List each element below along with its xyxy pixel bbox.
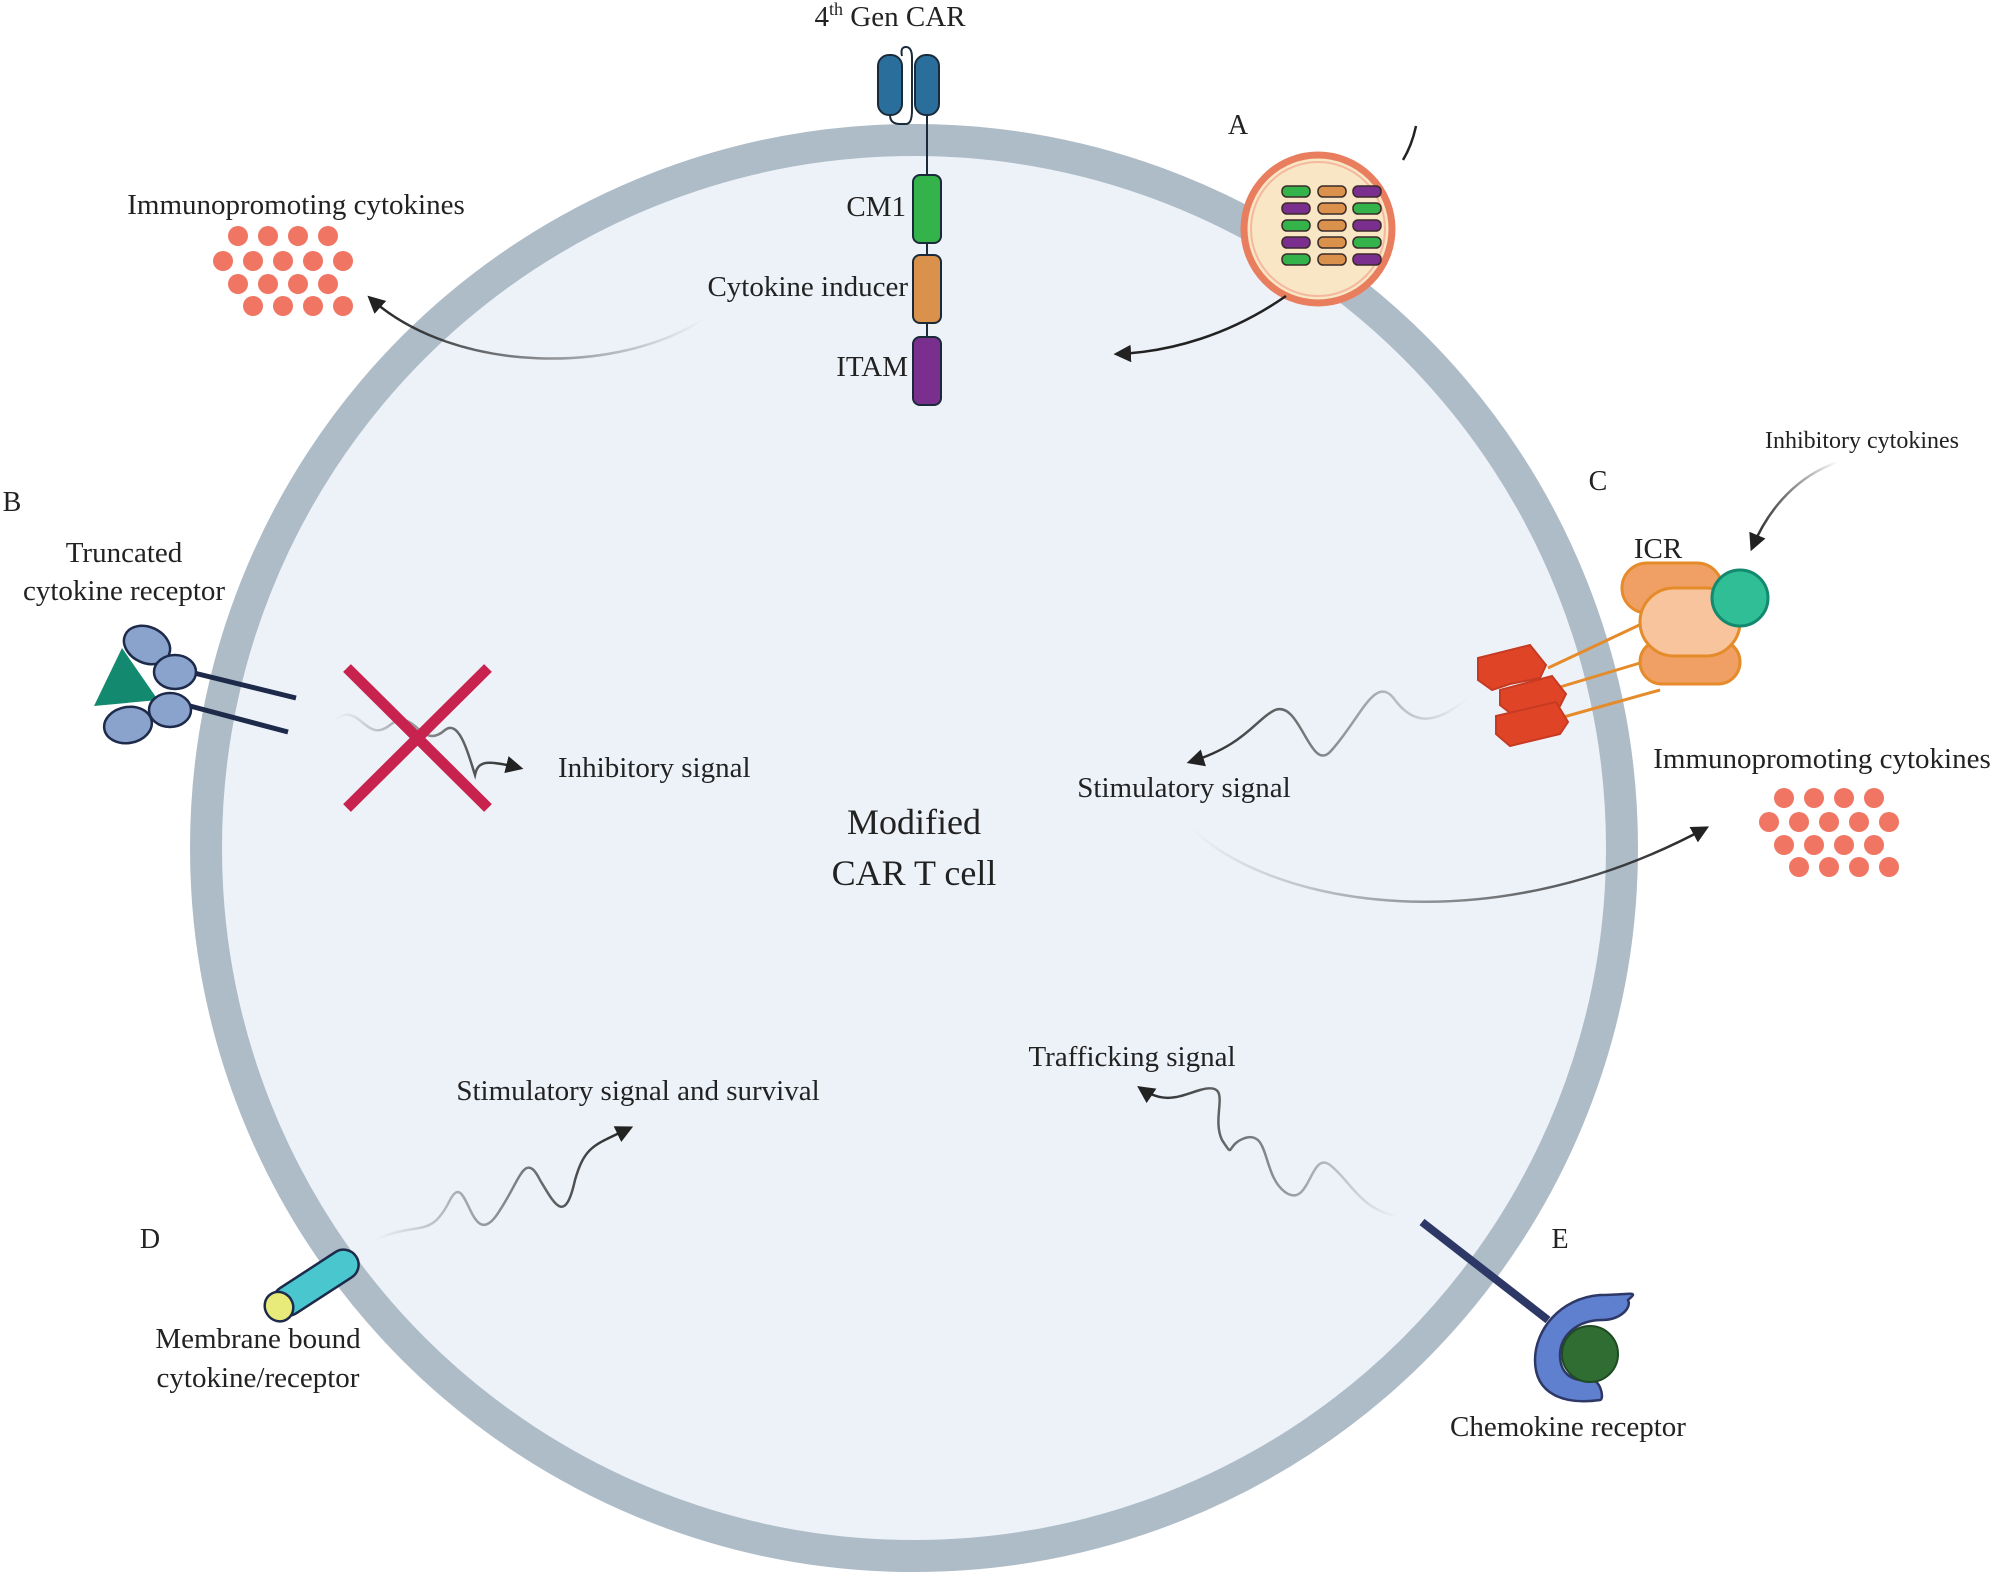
panel-e: E Trafficking signal Chemokine receptor	[1028, 1041, 1686, 1443]
panel-b-label-line2: cytokine receptor	[23, 575, 225, 607]
fourth-gen-car: 4th Gen CAR CM1 Cytokine inducer ITAM	[707, 0, 967, 406]
car-scfv-left	[877, 54, 903, 116]
car-title: 4th Gen CAR	[815, 0, 967, 33]
panel-a-cytokines: Immunopromoting cytokines	[127, 189, 706, 360]
inhibitory-cytokines-label: Inhibitory cytokines	[1765, 428, 1959, 454]
chemokine-receptor-label: Chemokine receptor	[1450, 1411, 1686, 1443]
panel-b: B Truncated cytokine receptor Inhibitory…	[3, 487, 751, 812]
icr-receptor-icon	[1477, 561, 1770, 748]
cytokine-inducer-domain	[912, 254, 942, 324]
panel-a-letter: A	[1228, 110, 1249, 141]
panel-d-label-line2: cytokine/receptor	[157, 1362, 360, 1394]
truncated-receptor-icon	[94, 624, 297, 745]
icr-label: ICR	[1634, 533, 1683, 565]
car-scfv-right	[914, 54, 940, 116]
chemokine-receptor-icon	[1419, 1218, 1635, 1403]
cm1-label: CM1	[846, 191, 906, 223]
cell-title-line2: CAR T cell	[832, 853, 997, 893]
panel-c: C Inhibitory cytokines ICR Stimulatory s…	[1077, 428, 1991, 903]
panel-e-letter: E	[1551, 1224, 1568, 1255]
cell-title: Modified CAR T cell	[832, 802, 997, 893]
panel-c-letter: C	[1589, 466, 1608, 497]
cytokine-dots-right	[1759, 788, 1899, 877]
inhibitory-signal-label: Inhibitory signal	[558, 752, 751, 784]
panel-d-label-line1: Membrane bound	[155, 1323, 361, 1355]
cell-membrane	[190, 124, 1638, 1572]
membrane-bound-cytokine-icon	[263, 1248, 360, 1323]
cytokine-inducer-label: Cytokine inducer	[707, 271, 908, 303]
panel-c-cytokines-label: Immunopromoting cytokines	[1653, 743, 1991, 775]
gene-cassette	[1281, 185, 1382, 266]
stimulatory-signal-label: Stimulatory signal	[1077, 772, 1290, 804]
block-cross-icon	[343, 664, 492, 812]
stimulatory-survival-label: Stimulatory signal and survival	[456, 1075, 819, 1107]
cm1-domain	[912, 174, 942, 244]
panel-d: D Membrane bound cytokine/receptor Stimu…	[140, 1075, 820, 1394]
panel-d-letter: D	[140, 1224, 160, 1255]
cytokine-dots-top-left	[213, 226, 353, 316]
panel-a-cytokines-label: Immunopromoting cytokines	[127, 189, 465, 221]
itam-domain	[912, 336, 942, 406]
trafficking-signal-label: Trafficking signal	[1028, 1041, 1235, 1073]
cell-title-line1: Modified	[847, 802, 981, 842]
panel-a-vector: A	[1113, 110, 1418, 363]
itam-label: ITAM	[836, 351, 908, 383]
panel-b-label-line1: Truncated	[66, 537, 183, 569]
panel-b-letter: B	[3, 487, 22, 518]
